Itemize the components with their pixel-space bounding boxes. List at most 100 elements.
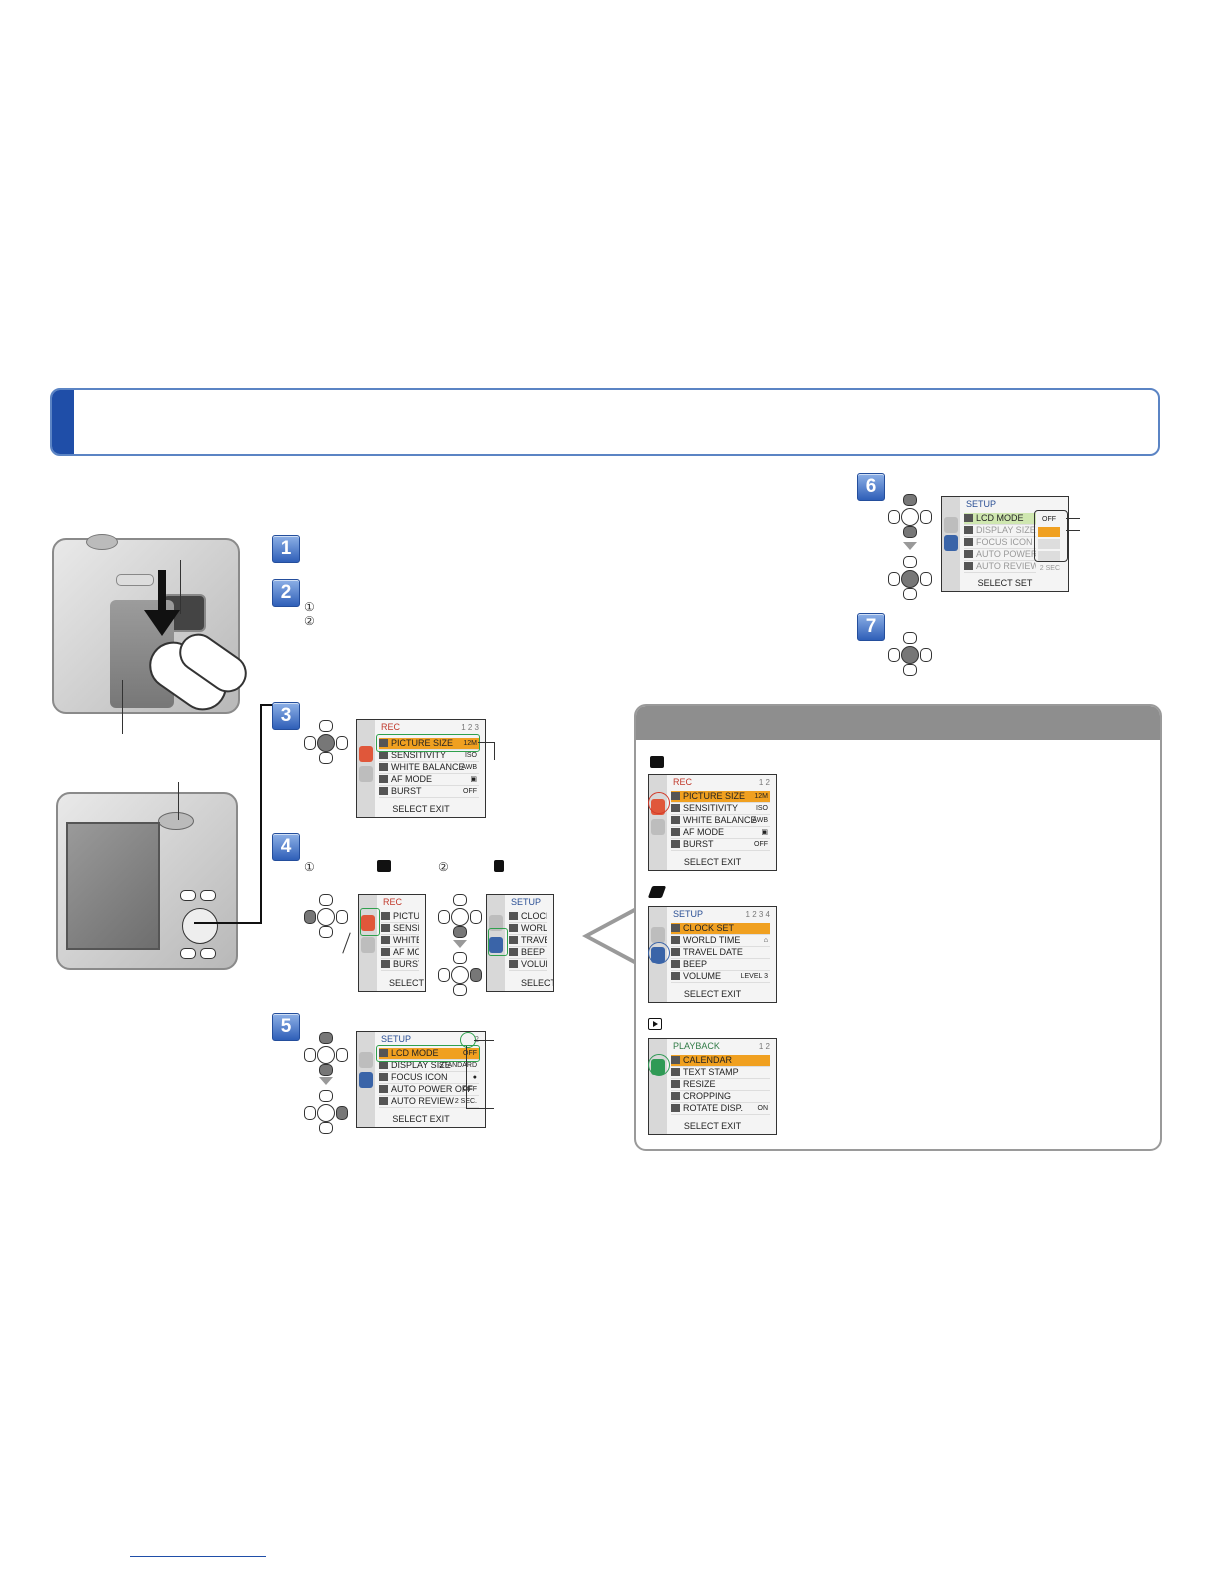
menu-row[interactable]: PICTUR [381, 911, 419, 923]
menu-header: SETUP [511, 897, 542, 907]
auto-review-value: 2 SEC [1039, 565, 1060, 572]
menu-row[interactable]: BURST [381, 959, 419, 971]
cursor-buttons[interactable] [888, 494, 932, 538]
highlight-box [376, 734, 480, 752]
menu-row-rotate-disp[interactable]: ROTATE DISP.ON [671, 1103, 770, 1115]
menu-footer: SELECT EXIT [392, 1114, 450, 1124]
option-off[interactable]: OFF [1042, 516, 1056, 523]
menu-row-clock-set[interactable]: CLOCK SET [671, 923, 770, 935]
rear-button [180, 890, 196, 901]
step-4-badge: 4 [272, 833, 300, 861]
menu-row-auto-power[interactable]: AUTO POWER O [964, 549, 1036, 561]
menu-row-lcd-mode[interactable]: LCD MODE [964, 513, 1036, 525]
menu-row-af-mode[interactable]: AF MODE▣ [379, 774, 479, 786]
menu-row[interactable]: WORLD [509, 923, 547, 935]
cursor-buttons[interactable] [888, 632, 932, 676]
camera-icon [650, 756, 664, 768]
step-6-badge: 6 [857, 473, 885, 501]
title-accent [52, 390, 74, 454]
menu-row-display-size[interactable]: DISPLAY SIZE [964, 525, 1036, 537]
menu-footer: SELECT [521, 978, 554, 988]
menu-footer: SELECT EXIT [683, 989, 742, 999]
cursor-buttons[interactable] [438, 894, 482, 938]
menu-footer: SELECT SET [977, 578, 1033, 588]
menu-row[interactable]: BEEP [509, 947, 547, 959]
rear-button [200, 948, 216, 959]
arrow-down-icon [319, 1077, 333, 1085]
menu-header: SETUP [966, 499, 997, 509]
menu-header: SETUP [673, 909, 704, 919]
step-7-badge: 7 [857, 613, 885, 641]
tab-ring [648, 942, 670, 964]
menu-footer: SELECT EXIT [392, 804, 450, 814]
cursor-buttons[interactable] [304, 1090, 348, 1134]
menu-header: REC [383, 897, 403, 907]
setup-menu-cropped: SETUP CLOCK WORLD TRAVEL BEEP VOLUM SELE… [486, 894, 554, 992]
menu-header: REC [381, 722, 401, 732]
menu-row[interactable]: TRAVEL [509, 935, 547, 947]
menu-page: 2 [474, 1035, 479, 1044]
menu-row-focus-icon[interactable]: FOCUS ICON● [379, 1072, 479, 1084]
menu-row-world-time[interactable]: WORLD TIME⌂ [671, 935, 770, 947]
step-2-substep-1: ① [304, 600, 315, 614]
step-4-substep-2: ② [438, 860, 449, 874]
callout-line [466, 1108, 494, 1109]
menu-row[interactable]: WHITE [381, 935, 419, 947]
menu-row-resize[interactable]: RESIZE [671, 1079, 770, 1091]
tab-ring [648, 1054, 670, 1076]
menu-row[interactable]: SENSIT [381, 923, 419, 935]
highlight-box [360, 908, 380, 936]
rear-button [200, 890, 216, 901]
setup-menu-lcd-mode-options: SETUP LCD MODE DISPLAY SIZE FOCUS ICON A… [941, 496, 1069, 592]
option-power-lcd[interactable] [1038, 539, 1060, 549]
option-auto-power-lcd[interactable] [1038, 527, 1060, 537]
callout-line [478, 742, 494, 743]
menu-page: 1 2 [758, 1042, 770, 1051]
step-5-badge: 5 [272, 1013, 300, 1041]
menu-row[interactable]: AF MO [381, 947, 419, 959]
menu-row-focus-icon[interactable]: FOCUS ICON [964, 537, 1036, 549]
connector-line [260, 704, 262, 924]
menu-row-af-mode[interactable]: AF MODE▣ [671, 827, 770, 839]
footer-link-rule [130, 1556, 266, 1557]
menu-row-cropping[interactable]: CROPPING [671, 1091, 770, 1103]
menu-row-beep[interactable]: BEEP [671, 959, 770, 971]
menu-row[interactable]: VOLUM [509, 959, 547, 971]
option-high-angle[interactable] [1038, 551, 1060, 561]
menu-row-auto-review[interactable]: AUTO REVIEW [964, 561, 1036, 573]
menu-row-travel-date[interactable]: TRAVEL DATE [671, 947, 770, 959]
step-3-badge: 3 [272, 702, 300, 730]
menu-row-calendar[interactable]: CALENDAR [671, 1055, 770, 1067]
slide-arrow-shaft [158, 570, 166, 610]
menu-row[interactable]: CLOCK [509, 911, 547, 923]
menu-header: PLAYBACK [673, 1041, 720, 1051]
cursor-buttons[interactable] [304, 720, 348, 764]
cursor-buttons[interactable] [304, 894, 348, 938]
cursor-buttons[interactable] [438, 952, 482, 996]
wrench-icon [494, 860, 504, 872]
highlight-box [376, 1045, 480, 1062]
connector-line [194, 922, 262, 924]
menu-row-text-stamp[interactable]: TEXT STAMP [671, 1067, 770, 1079]
cursor-buttons[interactable] [888, 556, 932, 600]
arrow-down-icon [903, 542, 917, 550]
callout-line [1066, 518, 1080, 519]
cursor-buttons[interactable] [304, 1032, 348, 1076]
callout-line [494, 742, 495, 760]
camera-icon [377, 860, 391, 872]
